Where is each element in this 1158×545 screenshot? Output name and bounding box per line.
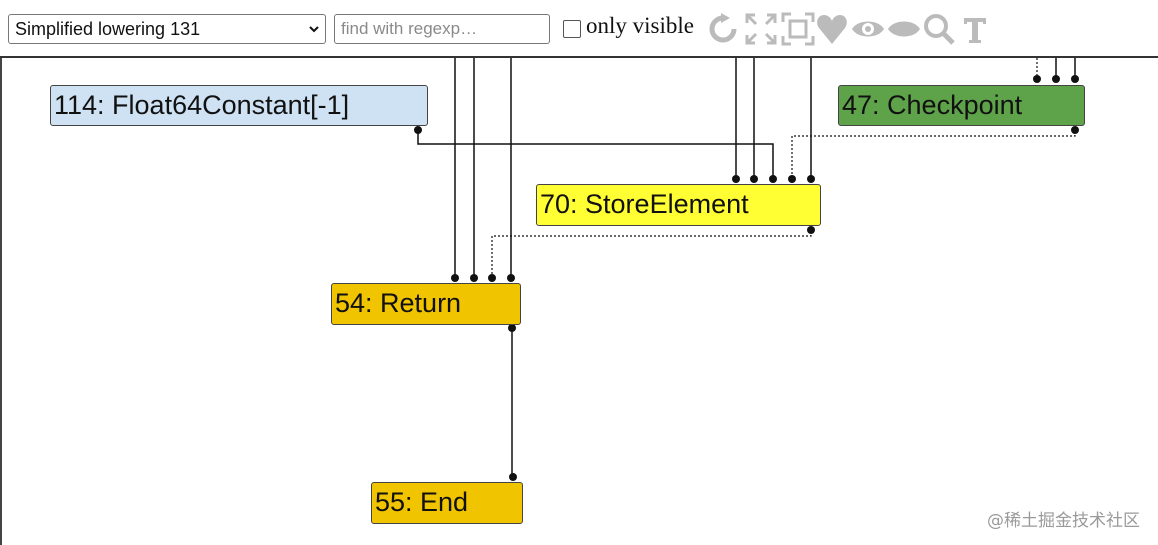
graph-canvas: 114: Float64Constant[-1] 47: Checkpoint … [0,58,1158,545]
hide-icon[interactable] [887,12,921,46]
graph-edges [414,58,1079,481]
node-end[interactable]: 55: End [371,482,523,524]
search-icon[interactable] [922,12,956,46]
input-port [1071,75,1079,83]
input-port [507,274,515,282]
output-port [414,126,422,134]
watermark: @稀土掘金技术社区 [987,511,1140,531]
only-visible-checkbox[interactable] [563,20,581,38]
node-label: 47: Checkpoint [842,90,1023,120]
input-port [488,274,496,282]
edge-effect [491,231,812,276]
input-port [509,473,517,481]
input-port [1033,75,1041,83]
node-label: 54: Return [335,288,462,318]
input-port [732,175,740,183]
node-store-element[interactable]: 70: StoreElement [536,184,821,226]
output-port [508,324,516,332]
node-return[interactable]: 54: Return [331,283,521,325]
search-input[interactable] [334,14,550,44]
edge-effect [791,131,1076,176]
fit-to-screen-icon[interactable] [781,12,815,46]
input-port [451,274,459,282]
input-port [750,175,758,183]
node-label: 55: End [375,487,469,517]
text-toggle-icon[interactable] [958,12,992,46]
input-port [769,175,777,183]
layout-expand-icon[interactable] [744,12,778,46]
node-label: 70: StoreElement [540,189,749,219]
chevron-down-icon [309,26,319,33]
node-float64-constant[interactable]: 114: Float64Constant[-1] [50,85,428,126]
node-checkpoint[interactable]: 47: Checkpoint [838,85,1085,126]
phase-select-value: Simplified lowering 131 [15,19,201,39]
input-port [470,274,478,282]
node-label: 114: Float64Constant[-1] [54,90,350,120]
only-visible-label: only visible [586,13,694,38]
output-port [1071,126,1079,134]
output-port [807,226,815,234]
phase-select[interactable]: Simplified lowering 131 [8,14,326,44]
input-port [1052,75,1060,83]
input-port [788,175,796,183]
input-port [807,175,815,183]
edge [417,131,774,176]
reload-icon[interactable] [706,12,740,46]
eye-icon[interactable] [851,12,885,46]
heart-icon[interactable] [815,12,849,46]
toolbar: Simplified lowering 131 only visible [0,0,1158,58]
